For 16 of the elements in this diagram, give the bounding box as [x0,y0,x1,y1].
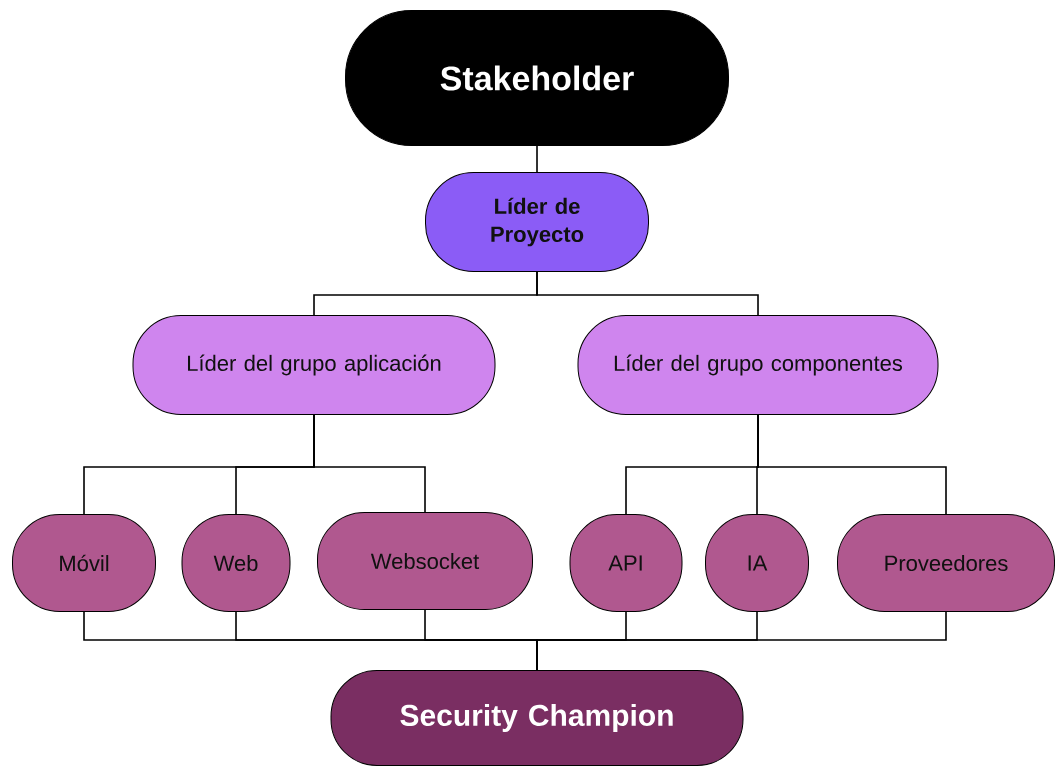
leaf-pill: Proveedores [837,514,1055,612]
role-pill: Líder del grupo componentes [577,315,939,415]
leaf-pill: Websocket [317,512,533,610]
role-pill: Líder de Proyecto [425,172,649,272]
leaf-pill: Móvil [12,514,156,612]
connector-line [313,414,426,513]
connector-line [536,271,759,316]
leaf-pill: Web [181,514,291,612]
connector-line [536,611,947,671]
leaf-pill: API [569,514,683,612]
leaf-pill: IA [705,514,809,612]
connector-line [757,414,947,515]
title-pill: Stakeholder [345,10,729,146]
connector-line [536,145,538,173]
role-pill: Líder del grupo aplicación [132,315,496,415]
result-pill: Security Champion [330,670,744,766]
